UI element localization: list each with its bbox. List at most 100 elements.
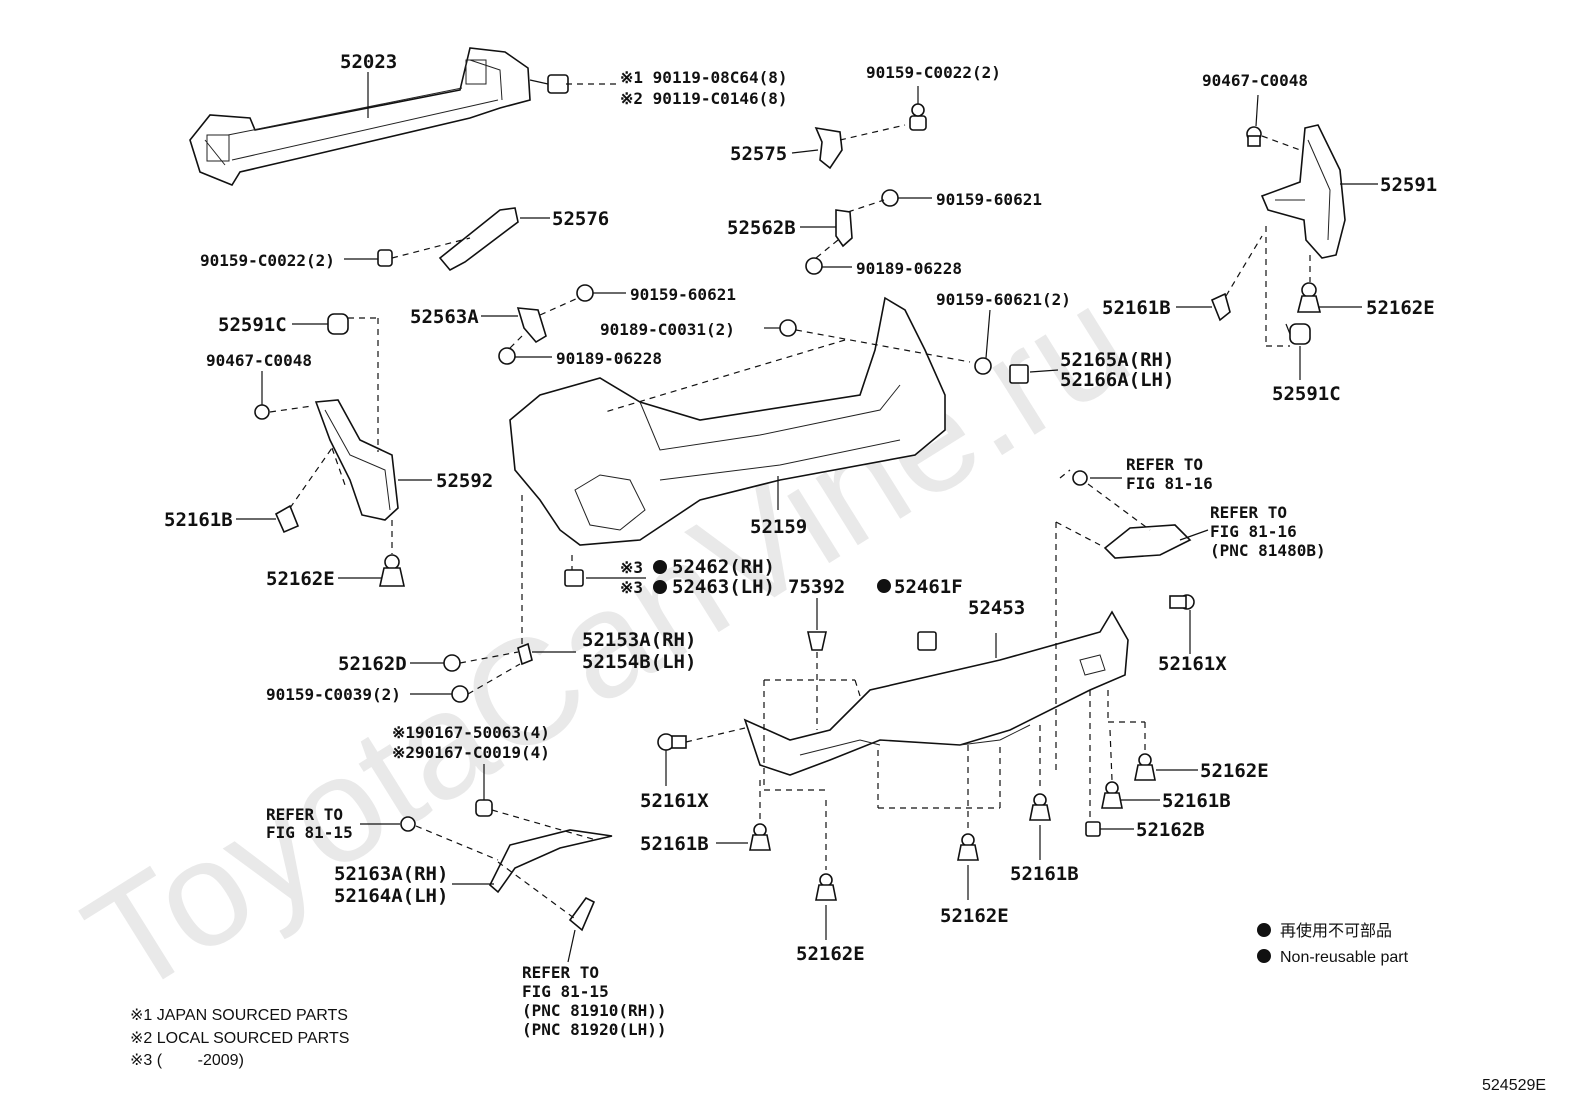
callout-refer-81-15-b-line3: (PNC 81910(RH)) <box>522 1001 667 1020</box>
callout-52162e-bm: 52162E <box>940 905 1009 927</box>
callout-52153a: 52153A(RH) <box>582 629 696 651</box>
callout-mark3-a: ※3 <box>620 558 643 577</box>
callout-52576: 52576 <box>552 208 609 230</box>
bumper-cover-shape <box>509 296 946 546</box>
callout-52154b: 52154B(LH) <box>582 651 696 673</box>
callout-52591: 52591 <box>1380 174 1437 196</box>
callout-52453: 52453 <box>968 597 1025 619</box>
callout-mark3-b: ※3 <box>620 578 643 597</box>
callout-refer-81-16-a-line2: FIG 81-16 <box>1126 474 1213 493</box>
clip-icon <box>1169 594 1195 610</box>
legend: 再使用不可部品 Non-reusable part <box>1257 922 1409 966</box>
push-clip-icon <box>1101 781 1123 809</box>
clip-icon <box>400 816 416 832</box>
clip-icon <box>779 319 797 337</box>
callout-refer-81-15-b-line4: (PNC 81920(LH)) <box>522 1020 667 1039</box>
clip-icon <box>443 654 461 672</box>
push-clip-icon <box>957 833 979 861</box>
callout-52592: 52592 <box>436 470 493 492</box>
non-reusable-dot <box>653 580 667 594</box>
callout-90159-60621-b: 90159-60621 <box>630 285 736 304</box>
push-clip-icon <box>815 873 837 901</box>
callout-52563a: 52563A <box>410 306 479 328</box>
callout-bolt-local: ※2 90119-C0146(8) <box>620 89 788 108</box>
callout-52162e-b: 52162E <box>796 943 865 965</box>
callout-90189-06228-a: 90189-06228 <box>856 259 962 278</box>
clip-icon <box>451 685 469 703</box>
callout-52162d: 52162D <box>338 653 407 675</box>
callout-52023: 52023 <box>340 51 397 73</box>
callout-52161b-l: 52161B <box>164 509 233 531</box>
bracket-52576-shape <box>438 207 519 272</box>
callout-refer-81-15-b-line1: REFER TO <box>522 963 599 982</box>
push-clip-icon <box>1134 753 1156 781</box>
callout-refer-81-16-a-line1: REFER TO <box>1126 455 1203 474</box>
callout-refer-81-15-a-line2: FIG 81-15 <box>266 823 353 842</box>
non-reusable-dot <box>1257 923 1271 937</box>
legend-non-reusable-en: Non-reusable part <box>1280 949 1409 966</box>
pad-52461f-shape <box>917 631 937 651</box>
grommet-icon <box>327 313 349 335</box>
bumper-reinforcement-shape <box>189 47 531 186</box>
callout-90467-top: 90467-C0048 <box>1202 71 1308 90</box>
callout-refer-81-16-b-line3: (PNC 81480B) <box>1210 541 1326 560</box>
callout-nut-japan: ※190167-50063(4) <box>392 723 550 742</box>
callout-90467-left: 90467-C0048 <box>206 351 312 370</box>
callout-52161x-l: 52161X <box>640 790 709 812</box>
bolt-icon <box>529 74 569 94</box>
clip-icon <box>576 284 594 302</box>
retainer-52591-shape <box>1260 124 1346 259</box>
grommet-icon <box>1289 323 1311 345</box>
clip-75392-shape <box>807 631 827 651</box>
callout-52463: 52463(LH) <box>672 576 775 598</box>
callout-52161b-bm: 52161B <box>1010 863 1079 885</box>
footnote-3: ※3 ( -2009) <box>130 1052 244 1069</box>
figure-number: 524529E <box>1482 1077 1546 1094</box>
clip-icon <box>909 103 927 131</box>
callout-52164a: 52164A(LH) <box>334 885 448 907</box>
callout-52163a: 52163A(RH) <box>334 863 448 885</box>
non-reusable-dot <box>877 579 891 593</box>
callout-52162e-mr: 52162E <box>1200 760 1269 782</box>
callout-90189-c0031: 90189-C0031(2) <box>600 320 735 339</box>
callout-90189-06228-b: 90189-06228 <box>556 349 662 368</box>
callout-90159-c0022-left: 90159-C0022(2) <box>200 251 335 270</box>
callout-52461f: 52461F <box>894 576 963 598</box>
callout-52162b: 52162B <box>1136 819 1205 841</box>
callout-75392: 75392 <box>788 576 845 598</box>
callout-52462: 52462(RH) <box>672 556 775 578</box>
callout-bolt-japan: ※1 90119-08C64(8) <box>620 68 788 87</box>
bracket-52163a-shape <box>489 829 613 894</box>
callout-52575: 52575 <box>730 143 787 165</box>
callout-refer-81-16-b-line2: FIG 81-16 <box>1210 522 1297 541</box>
callout-52162e-l: 52162E <box>266 568 335 590</box>
push-clip-icon <box>1296 282 1322 313</box>
callout-52161b-mr: 52161B <box>1162 790 1231 812</box>
clip-icon <box>254 404 270 420</box>
callout-52161x-r: 52161X <box>1158 653 1227 675</box>
callout-52162e-tr: 52162E <box>1366 297 1435 319</box>
clip-icon <box>498 347 516 365</box>
callout-52562b: 52562B <box>727 217 796 239</box>
callout-52159: 52159 <box>750 516 807 538</box>
callout-52591c-l: 52591C <box>218 314 287 336</box>
footnotes: ※1 JAPAN SOURCED PARTS ※2 LOCAL SOURCED … <box>130 1007 349 1069</box>
bracket-52153a-shape <box>517 642 533 666</box>
non-reusable-dot <box>653 560 667 574</box>
clip-icon <box>805 257 823 275</box>
push-clip-icon <box>749 823 771 851</box>
callout-refer-81-16-b-line1: REFER TO <box>1210 503 1287 522</box>
lamp-shape <box>1072 470 1192 559</box>
bracket-52563a-shape <box>516 307 547 344</box>
lower-cover-shape <box>743 610 1129 776</box>
callout-52161b-tr: 52161B <box>1102 297 1171 319</box>
callout-90159-c0039: 90159-C0039(2) <box>266 685 401 704</box>
callout-52166a: 52166A(LH) <box>1060 369 1174 391</box>
non-reusable-dot <box>1257 949 1271 963</box>
callout-52161b-bl: 52161B <box>640 833 709 855</box>
clip-icon <box>974 357 992 375</box>
pin-52161b-l-shape <box>274 504 300 534</box>
clip-icon <box>657 733 687 751</box>
garnish-81910-shape <box>568 896 596 932</box>
footnote-2: ※2 LOCAL SOURCED PARTS <box>130 1030 349 1047</box>
